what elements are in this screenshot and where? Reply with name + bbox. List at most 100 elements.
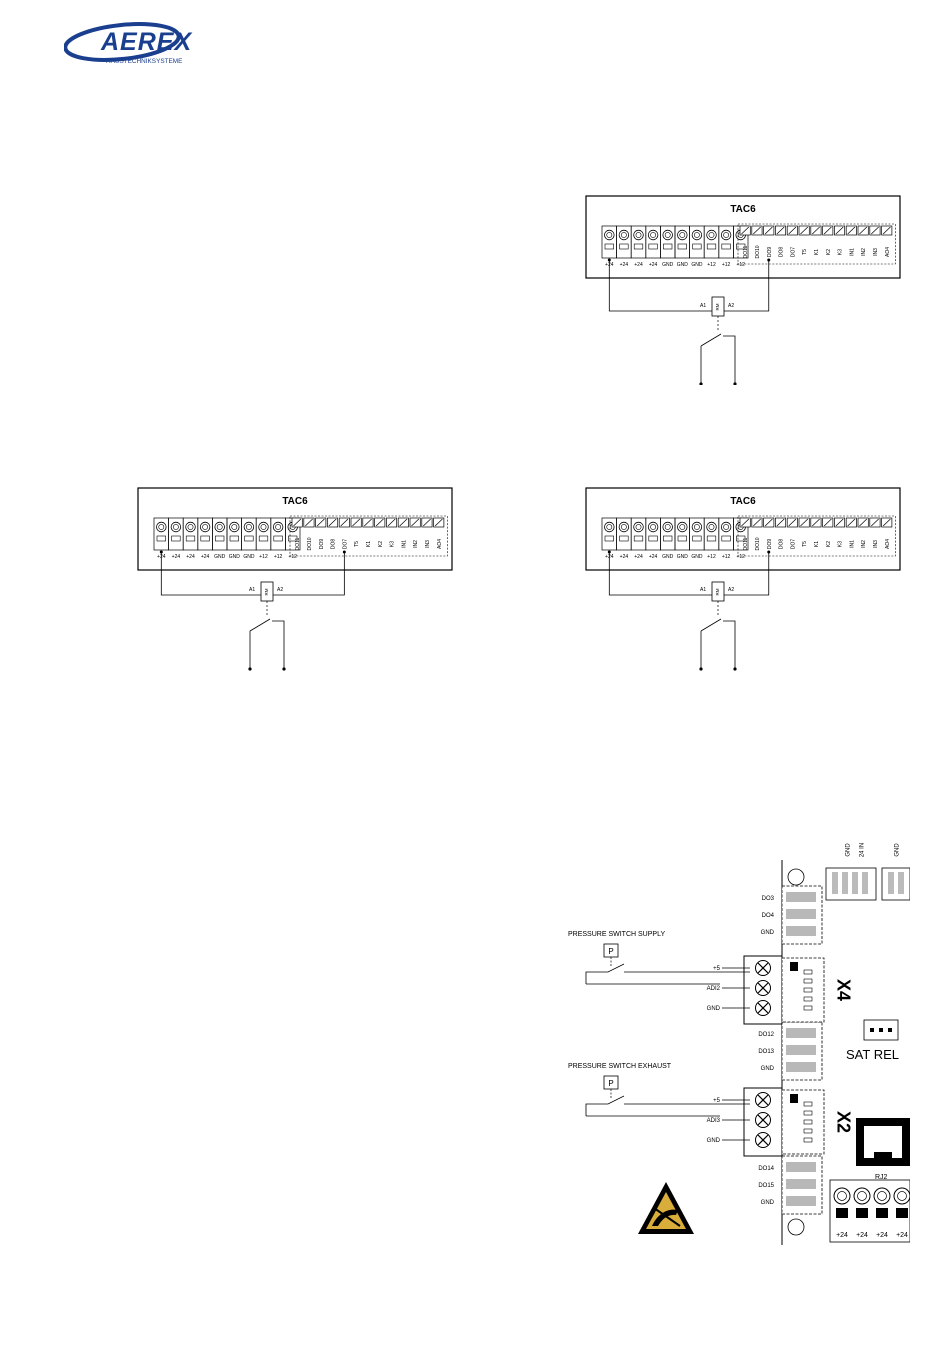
wire-entry: [876, 1208, 888, 1218]
clamp-lever: [411, 518, 420, 527]
bottom-terminal-label: +24: [836, 1232, 848, 1239]
clamp-lever: [871, 226, 879, 235]
socket-contact: [803, 1137, 813, 1143]
contact-terminal-right: [733, 667, 737, 671]
clamp-lever: [835, 518, 844, 527]
screw-terminal-label: GND: [677, 262, 689, 268]
spring-terminal: [763, 225, 775, 236]
spring-terminal: [350, 517, 362, 528]
wire-output: [724, 260, 770, 312]
spring-terminal: [845, 225, 857, 236]
connector-pin-label: ADI2: [707, 986, 721, 992]
clamp-lever: [753, 226, 761, 235]
clamp-lever: [423, 518, 431, 527]
screw-head: [604, 521, 615, 533]
screw-terminal-label: GND: [214, 554, 226, 560]
wire-positive: [160, 552, 261, 596]
screw-slot: [723, 232, 729, 238]
wire-entry: [663, 243, 673, 250]
wire-entry: [633, 535, 644, 542]
spring-terminal: [845, 517, 857, 528]
screw-terminal-label: GND: [691, 554, 703, 560]
wire-entry: [171, 535, 181, 542]
wire-entry: [836, 1208, 848, 1218]
spring-terminal-label: DO7: [342, 539, 348, 550]
socket-contact: [803, 1101, 813, 1107]
spring-terminal: [881, 517, 893, 528]
rj2-clip: [874, 1152, 892, 1158]
connector-pin-label: ADI3: [707, 1118, 721, 1124]
contact-terminal-left: [699, 667, 703, 671]
socket-contact: [803, 969, 813, 975]
clamp-lever: [859, 518, 868, 527]
wire-entry: [604, 535, 614, 542]
screw-slot: [621, 232, 627, 238]
wire-entry: [736, 535, 746, 542]
screw-terminal-label: +24: [634, 554, 643, 560]
spring-terminal: [409, 517, 421, 528]
spring-terminal-label: K1: [814, 541, 820, 547]
top-connector-label: GND: [846, 843, 852, 857]
screw-terminal-label: +24: [649, 262, 658, 268]
wire-entry: [706, 535, 717, 542]
spring-terminal-label: DO8: [779, 539, 785, 550]
spring-terminal-label: DO10: [307, 537, 313, 550]
screw-head: [618, 521, 630, 533]
clamp-lever: [835, 226, 844, 235]
wire-output: [273, 552, 345, 596]
spring-terminal: [374, 517, 386, 528]
wire-entry: [604, 243, 614, 250]
spring-terminal: [338, 517, 350, 528]
wire-entry: [677, 243, 687, 250]
spring-terminal-label: K2: [826, 249, 832, 255]
screw-head: [170, 521, 182, 533]
spring-terminal-label: K3: [838, 541, 844, 547]
screw-slot: [757, 1094, 769, 1106]
screw-slot: [621, 524, 627, 530]
clamp-lever: [375, 518, 384, 527]
spring-terminal-label: K3: [838, 249, 844, 255]
screw-slot: [664, 232, 671, 238]
spring-terminal: [327, 517, 339, 528]
relay-label: RM: [715, 303, 720, 310]
screw-terminal: [630, 517, 647, 551]
screw-terminal: [182, 517, 199, 551]
coil-terminal-a1: A1: [700, 303, 706, 309]
spring-terminal: [822, 517, 834, 528]
spring-terminal-label: DO8: [779, 247, 785, 258]
spring-terminal: [857, 225, 869, 236]
clamp-lever: [800, 518, 809, 527]
screw-head: [199, 521, 211, 533]
screw-terminal: [703, 225, 720, 259]
screw-head: [691, 521, 703, 533]
screw-terminal-label: +24: [620, 554, 629, 560]
screw-slot: [606, 524, 613, 530]
screw-slot: [837, 1191, 847, 1201]
spring-terminal-label: DO7: [790, 247, 796, 258]
spring-terminal: [386, 517, 398, 528]
sat-rel-pin: [870, 1028, 874, 1032]
header-pin: [786, 1179, 816, 1189]
clamp-lever: [823, 226, 832, 235]
wire-output: [724, 552, 770, 596]
screw-terminal-label: GND: [677, 554, 689, 560]
clamp-lever: [387, 518, 396, 527]
screw-head: [677, 521, 688, 533]
spring-terminal: [421, 517, 433, 528]
screw-terminal-label: +12: [707, 262, 716, 268]
wire-entry: [648, 243, 658, 250]
board-socket: [781, 957, 825, 1023]
spring-terminal-block: [737, 223, 896, 265]
screw-head: [604, 229, 615, 241]
coil-terminal-a1: A1: [700, 587, 706, 593]
coil-terminal-a1: A1: [249, 587, 255, 593]
relay-contact-blade: [700, 333, 722, 347]
screw-slot: [246, 524, 252, 530]
spring-terminal-label: K1: [814, 249, 820, 255]
socket-contact: [803, 1005, 813, 1011]
wire-entry: [736, 243, 746, 250]
clamp-lever: [859, 226, 868, 235]
spring-terminal: [763, 517, 775, 528]
